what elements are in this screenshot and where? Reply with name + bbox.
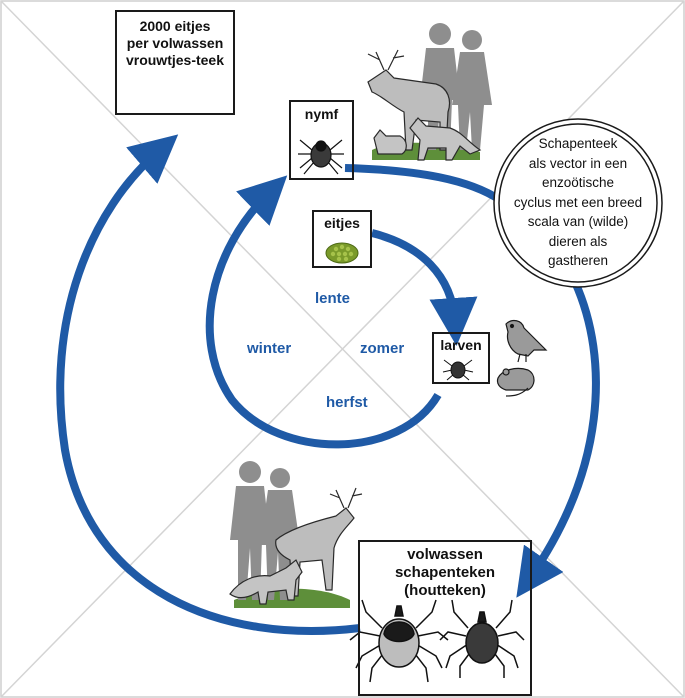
arrow-adults-to-eggs [56,134,361,635]
box-nymph: nymf [289,100,354,180]
arrow-larvae-to-nymph [205,175,442,449]
mouse-icon [496,367,535,397]
label-2000-eggs: 2000 eitjes per volwassen vrouwtjes-teek [125,18,225,68]
box-larvae: larven [432,332,490,384]
host-animals-top-illustration [367,23,492,161]
box-eggs: eitjes [312,210,372,268]
box-adults: volwassen schapenteken (houtteken) [358,540,532,696]
season-spring-label: lente [315,290,351,307]
season-autumn-label: herfst [326,394,368,411]
tick-adult-female-icon [349,599,449,683]
note-outer-circle [493,118,663,288]
fox-icon [229,559,303,605]
note-text: Schapenteek als vector in een enzoötisch… [513,136,643,268]
label-larvae: larven [440,337,482,353]
small-mammal-icon [373,129,407,155]
season-winter-label: winter [247,340,292,357]
tick-adult-male-icon [439,599,525,678]
note-inner-circle [498,123,658,283]
label-adults: volwassen schapenteken (houtteken) [394,546,496,599]
arrow-eggs-to-larvae [371,229,478,346]
tick-nymph-icon [298,139,344,175]
arrow-nymph-segment [344,164,503,204]
label-eggs: eitjes [324,215,360,231]
bird-icon [505,319,548,363]
box-2000-eggs: 2000 eitjes per volwassen vrouwtjes-teek [115,10,235,115]
tick-larva-icon [442,359,474,381]
label-nymph: nymf [304,106,339,122]
season-summer-label: zomer [360,340,405,357]
egg-cluster-icon [325,242,359,264]
arrow-nymph-to-adults [516,280,600,598]
fox-icon [409,117,482,161]
host-animals-bottom-illustration [229,461,363,608]
